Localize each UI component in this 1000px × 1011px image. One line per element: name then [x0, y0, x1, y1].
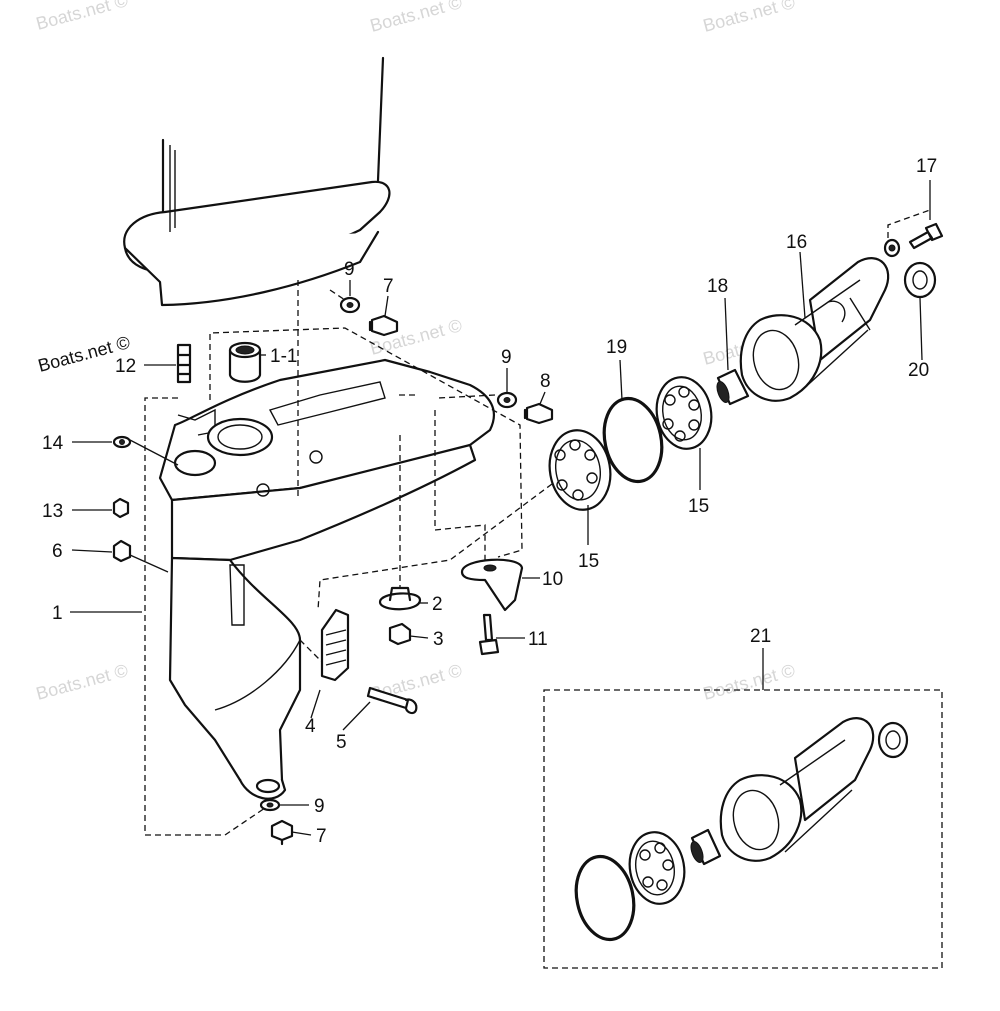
- callout-10: 10: [542, 569, 563, 590]
- anode-part: [460, 558, 524, 612]
- callout-16: 16: [786, 232, 807, 253]
- ball-bearing-part: [655, 376, 713, 450]
- callout-8: 8: [540, 371, 551, 392]
- oil-seal-part: [903, 261, 937, 299]
- callout-15-outer: 15: [688, 496, 709, 517]
- callout-13: 13: [42, 501, 63, 522]
- callout-11: 11: [528, 629, 548, 650]
- callout-15-inner: 15: [578, 551, 599, 572]
- callout-2: 2: [432, 594, 443, 615]
- callout-6: 6: [52, 541, 63, 562]
- screw-part: [270, 819, 294, 846]
- callout-20: 20: [908, 360, 929, 381]
- housing-assembly-part: [574, 717, 909, 942]
- leader-lines: [70, 180, 931, 836]
- callout-9-top: 9: [344, 259, 355, 280]
- callout-21: 21: [750, 626, 771, 647]
- callout-1: 1: [52, 603, 63, 624]
- callout-12: 12: [115, 356, 136, 377]
- bearing-housing-part: [739, 257, 890, 402]
- callout-5: 5: [336, 732, 347, 753]
- screw-part: [388, 622, 412, 646]
- bolt-part: [908, 222, 944, 250]
- watermark-text: Boats.net ©: [34, 0, 130, 34]
- callout-7-bottom: 7: [316, 826, 327, 847]
- callout-9-middle: 9: [501, 347, 512, 368]
- watermark-text: Boats.net ©: [34, 660, 130, 704]
- callout-3: 3: [433, 629, 444, 650]
- nut-part: [112, 539, 132, 563]
- drive-shaft-housing: [123, 56, 391, 307]
- o-ring-part: [602, 396, 664, 484]
- callout-14: 14: [42, 433, 64, 454]
- callout-17: 17: [916, 156, 937, 177]
- callout-9-bottom: 9: [314, 796, 325, 817]
- stud-part: [176, 343, 192, 384]
- screw-part: [368, 314, 399, 337]
- bolt-part: [478, 613, 500, 656]
- exploded-view-lines: [144, 209, 943, 969]
- watermark-text: Boats.net ©: [701, 0, 797, 36]
- grill-part: [320, 608, 350, 682]
- callout-18: 18: [707, 276, 728, 297]
- ball-bearing-part: [548, 429, 612, 511]
- screw-part: [523, 402, 554, 425]
- watermark-text: Boats.net ©: [368, 0, 464, 36]
- callout-19: 19: [606, 337, 627, 358]
- callout-7-top: 7: [383, 276, 394, 297]
- bushing-part: [228, 341, 262, 383]
- plug-part: [378, 586, 422, 611]
- watermark-text: Boats.net ©: [701, 660, 797, 704]
- nut-part: [112, 497, 130, 519]
- callout-labels: 1 1-1 2 3 4 5 6 7 7 8 9 9 9 10 11 12 13 …: [42, 156, 937, 847]
- callout-4: 4: [305, 716, 316, 737]
- callout-1-1: 1-1: [270, 346, 297, 367]
- screw-part: [366, 686, 418, 715]
